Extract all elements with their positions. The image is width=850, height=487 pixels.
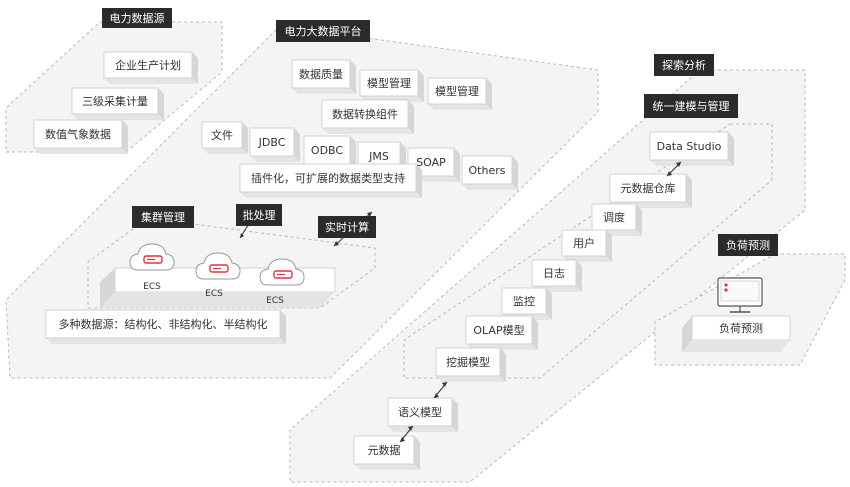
source-item-weather-label: 数值气象数据 xyxy=(45,127,111,141)
explore-user: 用户 xyxy=(561,229,612,262)
explore-monitor: 监控 xyxy=(501,287,552,320)
explore-semantic-model-label: 语义模型 xyxy=(398,405,442,419)
ecs-label-3: ECS xyxy=(266,296,284,306)
tag-explore-label: 探索分析 xyxy=(662,58,706,72)
platform-multi-source: 多种数据源：结构化、非结构化、半结构化 xyxy=(45,309,286,344)
source-item-weather: 数值气象数据 xyxy=(33,119,128,154)
load-forecast-label: 负荷预测 xyxy=(719,321,763,335)
explore-meta-warehouse: 元数据仓库 xyxy=(609,173,692,208)
arrow-semantic-meta xyxy=(399,425,414,443)
source-item-metering: 三级采集计量 xyxy=(71,87,164,120)
tag-batch: 批处理 xyxy=(236,204,282,226)
monitor-icon xyxy=(717,277,763,313)
platform-model-mgmt-1-label: 模型管理 xyxy=(367,76,411,90)
tag-load-forecast-label: 负荷预测 xyxy=(726,238,770,252)
platform-model-mgmt-2-label: 模型管理 xyxy=(435,84,479,98)
explore-data-studio-label: Data Studio xyxy=(657,140,722,153)
protocol-jms-label: JMS xyxy=(368,150,389,163)
protocol-file-label: 文件 xyxy=(211,128,233,142)
explore-meta-warehouse-label: 元数据仓库 xyxy=(621,181,676,195)
protocol-jdbc-label: JDBC xyxy=(258,136,286,149)
ecs-label-1: ECS xyxy=(143,282,161,292)
tag-power-source: 电力数据源 xyxy=(102,8,172,28)
platform-multi-source-label: 多种数据源：结构化、非结构化、半结构化 xyxy=(59,317,268,331)
platform-data-quality-label: 数据质量 xyxy=(299,67,343,81)
tag-realtime: 实时计算 xyxy=(318,216,376,238)
cloud-server-icon xyxy=(195,252,241,280)
platform-model-mgmt-2: 模型管理 xyxy=(427,77,492,110)
protocol-soap: SOAP xyxy=(407,147,460,182)
platform-data-quality: 数据质量 xyxy=(291,59,356,94)
protocol-soap-label: SOAP xyxy=(416,156,446,169)
tag-unified-modeling: 统一建模与管理 xyxy=(644,94,738,118)
tag-load-forecast: 负荷预测 xyxy=(718,234,778,256)
protocol-file: 文件 xyxy=(201,121,248,154)
explore-user-label: 用户 xyxy=(573,236,595,250)
protocol-odbc-label: ODBC xyxy=(311,144,343,157)
protocol-others-label: Others xyxy=(469,164,506,177)
explore-log-label: 日志 xyxy=(543,267,565,280)
source-item-production-plan-label: 企业生产计划 xyxy=(115,58,181,72)
explore-monitor-label: 监控 xyxy=(513,294,535,308)
explore-log: 日志 xyxy=(531,259,582,292)
protocol-jdbc: JDBC xyxy=(249,127,300,162)
explore-metadata-label: 元数据 xyxy=(368,443,401,457)
explore-mining: 挖掘模型 xyxy=(435,347,506,382)
tag-unified-modeling-label: 统一建模与管理 xyxy=(653,99,730,113)
explore-olap-label: OLAP模型 xyxy=(473,323,524,337)
protocol-others: Others xyxy=(461,155,518,190)
explore-schedule-label: 调度 xyxy=(603,210,625,224)
load-forecast-box: 负荷预测 xyxy=(682,315,791,352)
tag-cluster-mgmt-label: 集群管理 xyxy=(141,210,185,224)
source-item-metering-label: 三级采集计量 xyxy=(82,94,148,108)
tag-big-data-platform: 电力大数据平台 xyxy=(276,20,370,42)
ecs-cluster: ECS ECS ECS xyxy=(100,243,336,308)
tag-batch-label: 批处理 xyxy=(243,208,276,222)
explore-data-studio: Data Studio xyxy=(649,131,734,166)
explore-semantic-model: 语义模型 xyxy=(387,397,458,432)
arrow-studio-meta xyxy=(666,161,682,177)
tag-cluster-mgmt: 集群管理 xyxy=(132,206,194,228)
platform-model-mgmt-1: 模型管理 xyxy=(359,69,424,102)
tag-realtime-label: 实时计算 xyxy=(325,220,369,234)
ecs-label-2: ECS xyxy=(205,289,223,299)
platform-plugin-label: 插件化，可扩展的数据类型支持 xyxy=(251,171,405,185)
platform-converter-label: 数据转换组件 xyxy=(332,107,398,121)
explore-metadata: 元数据 xyxy=(353,435,420,470)
platform-converter: 数据转换组件 xyxy=(321,99,414,134)
cloud-server-icon xyxy=(129,243,175,271)
tag-big-data-platform-label: 电力大数据平台 xyxy=(285,24,362,38)
tag-explore: 探索分析 xyxy=(654,54,714,76)
explore-olap: OLAP模型 xyxy=(465,315,538,350)
arrow-mining-semantic xyxy=(433,381,448,399)
platform-plugin: 插件化，可扩展的数据类型支持 xyxy=(239,163,422,198)
source-item-production-plan: 企业生产计划 xyxy=(103,51,198,84)
cloud-server-icon xyxy=(259,258,305,286)
explore-mining-label: 挖掘模型 xyxy=(446,355,490,369)
tag-power-source-label: 电力数据源 xyxy=(110,11,165,25)
